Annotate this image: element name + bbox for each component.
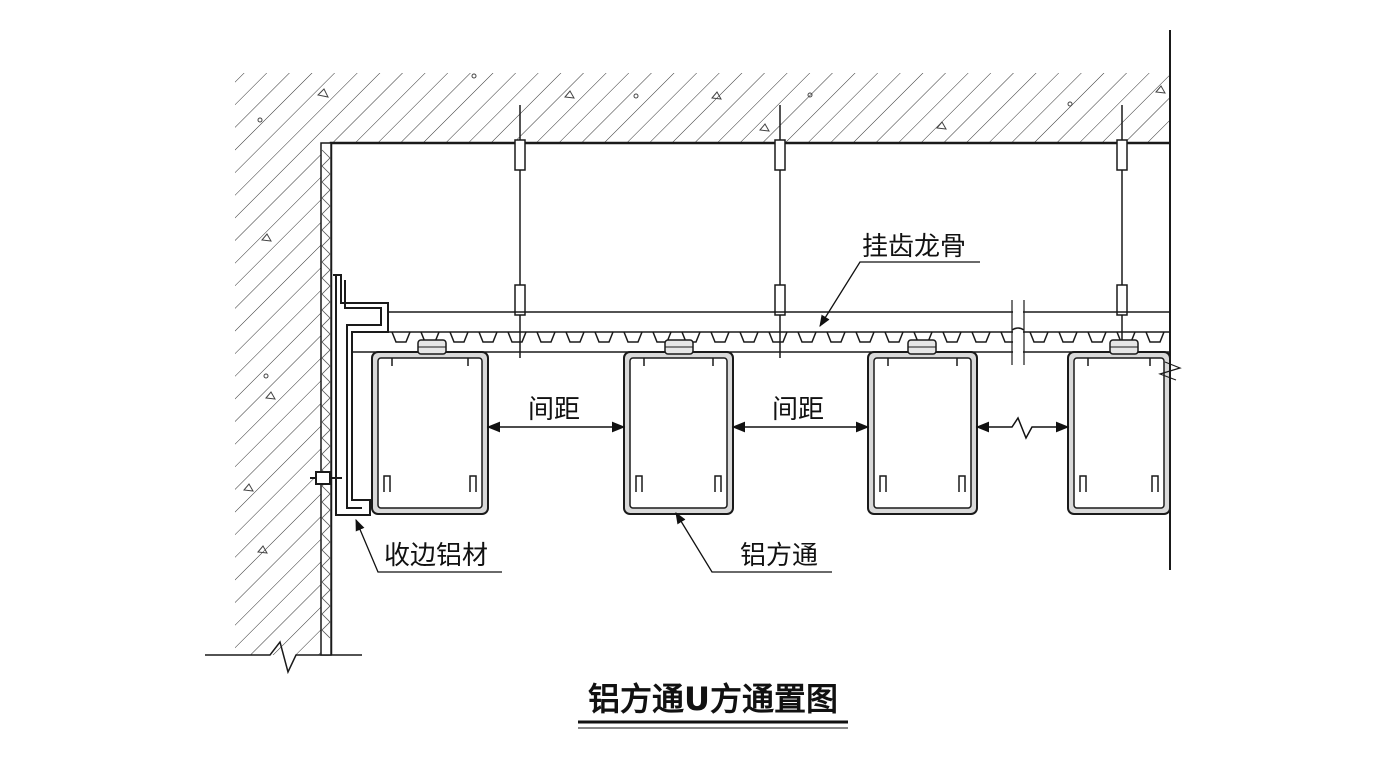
square-tube-label: 铝方通 [740,541,818,571]
edge-trim-profile [310,274,389,516]
square-tube-1 [371,339,489,515]
leaders [355,261,980,573]
square-tubes [371,339,1171,515]
square-tube-3 [867,339,978,515]
spacing-label-1: 间距 [528,395,580,425]
keel-label: 挂齿龙骨 [862,232,966,262]
edge-trim-label: 收边铝材 [384,541,488,571]
toothed-keel [352,300,1170,365]
square-tube-4 [1067,339,1171,515]
spacing-dimensions [486,416,1070,440]
spacing-label-2: 间距 [772,395,824,425]
hanger-rods [514,105,1128,358]
wall-finish [320,142,332,656]
drawing-title: 铝方通U方通置图 [588,680,838,718]
square-tube-2 [623,339,734,515]
right-break-mark [1158,361,1182,381]
